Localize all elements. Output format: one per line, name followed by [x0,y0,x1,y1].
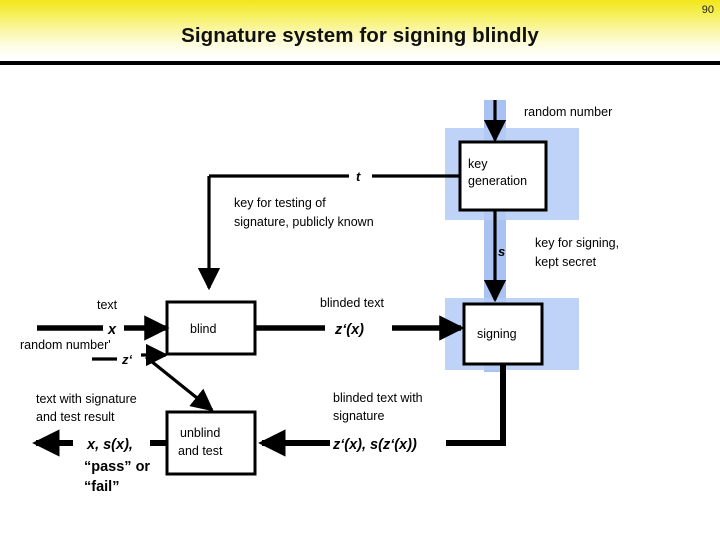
page-title: Signature system for signing blindly [181,24,539,47]
blinded-signed-label-line2: signature [333,409,384,423]
z-prime-diagonal-to-unblind [144,355,214,412]
key-generation-label-line2: generation [468,174,527,188]
x-symbol: x [107,322,117,338]
blind-label: blind [190,322,216,336]
unblind-and-test-label-line1: unblind [180,426,220,440]
output-signed-symbol: x, s(x), [86,437,133,453]
blinded-text-symbol: z‘(x) [334,322,364,338]
s-symbol: s [498,244,505,259]
blinded-signed-symbol: z‘(x), s(z‘(x)) [332,437,417,453]
blinded-text-label: blinded text [320,296,384,310]
signing-label: signing [477,327,517,341]
text-with-signature-label-line1: text with signature [36,392,137,406]
text-label: text [97,298,118,312]
key-for-testing-label-line2: signature, publicly known [234,215,374,229]
blinded-signed-label-line1: blinded text with [333,391,423,405]
text-with-signature-label-line2: and test result [36,410,115,424]
t-symbol: t [356,169,361,184]
key-for-signing-label-line2: kept secret [535,255,597,269]
key-for-testing-label-line1: key for testing of [234,196,326,210]
z-prime-symbol: z‘ [121,352,133,367]
header-divider-rule [0,61,720,65]
key-generation-label-line1: key [468,157,488,171]
header-gradient-band [0,0,720,61]
page-number: 90 [701,4,714,16]
unblind-and-test-box[interactable] [165,410,257,476]
key-for-signing-label-line1: key for signing, [535,236,619,250]
random-number-label: random number [524,105,612,119]
output-result-line1: “pass” or [84,459,150,475]
output-result-line2: “fail” [84,479,119,495]
signing-box[interactable] [462,302,544,366]
unblind-and-test-label-line2: and test [178,444,223,458]
random-number-prime-label: random number' [20,338,111,352]
